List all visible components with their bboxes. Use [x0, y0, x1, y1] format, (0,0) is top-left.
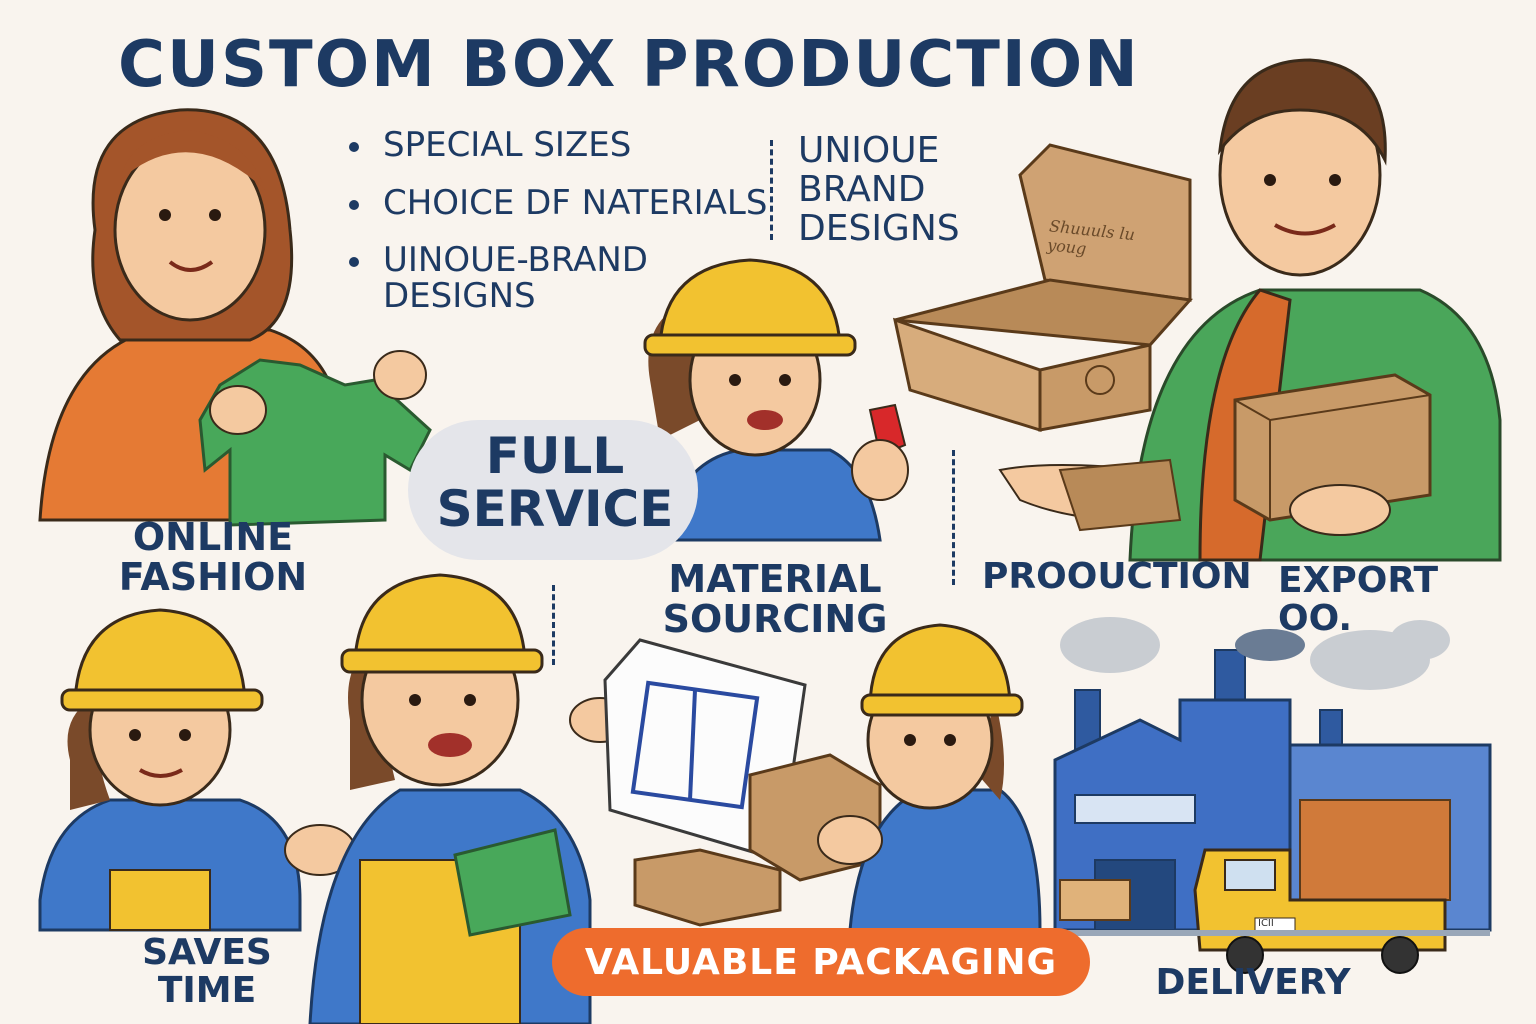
online-fashion-label: ONLINE FASHION	[118, 515, 308, 599]
woman-online-fashion	[38, 108, 432, 527]
open-box	[892, 143, 1193, 433]
man-with-box	[998, 58, 1502, 562]
delivery-label: DELIVERY	[1155, 962, 1351, 1003]
divider-top	[770, 140, 773, 240]
divider-right	[952, 450, 955, 585]
feature-special-sizes: SPECIAL SIZES	[345, 127, 767, 164]
valuable-packaging-label: VALUABLE PACKAGING	[584, 941, 1058, 983]
worker-green-sheet	[308, 573, 631, 1024]
full-service-bubble	[408, 420, 698, 560]
valuable-packaging-banner: VALUABLE PACKAGING	[552, 928, 1090, 996]
export-label: EXPORT OO.	[1278, 560, 1438, 639]
worker-material-sourcing	[643, 258, 909, 542]
factory-scene	[1050, 617, 1492, 974]
divider-mid	[552, 585, 555, 665]
production-label: PROOUCTION	[982, 556, 1252, 597]
feature-materials: CHOICE DF NATERIALS	[345, 185, 767, 222]
truck-plate: ICII	[1258, 918, 1274, 929]
feature-brand-designs: UINOUE-BRAND DESIGNS	[345, 242, 767, 314]
saves-time-label: SAVES TIME	[142, 932, 272, 1011]
page-title: CUSTOM BOX PRODUCTION	[118, 28, 1140, 102]
worker-saves-time	[38, 608, 356, 932]
full-service-label: FULL SERVICE	[436, 427, 674, 538]
unique-brand-designs-label: UNIOUE BRAND DESIGNS	[798, 130, 960, 249]
worker-with-box	[817, 623, 1042, 932]
feature-list: SPECIAL SIZES CHOICE DF NATERIALS UINOUE…	[345, 127, 767, 337]
material-sourcing-label: MATERIAL SOURCING	[662, 557, 888, 641]
